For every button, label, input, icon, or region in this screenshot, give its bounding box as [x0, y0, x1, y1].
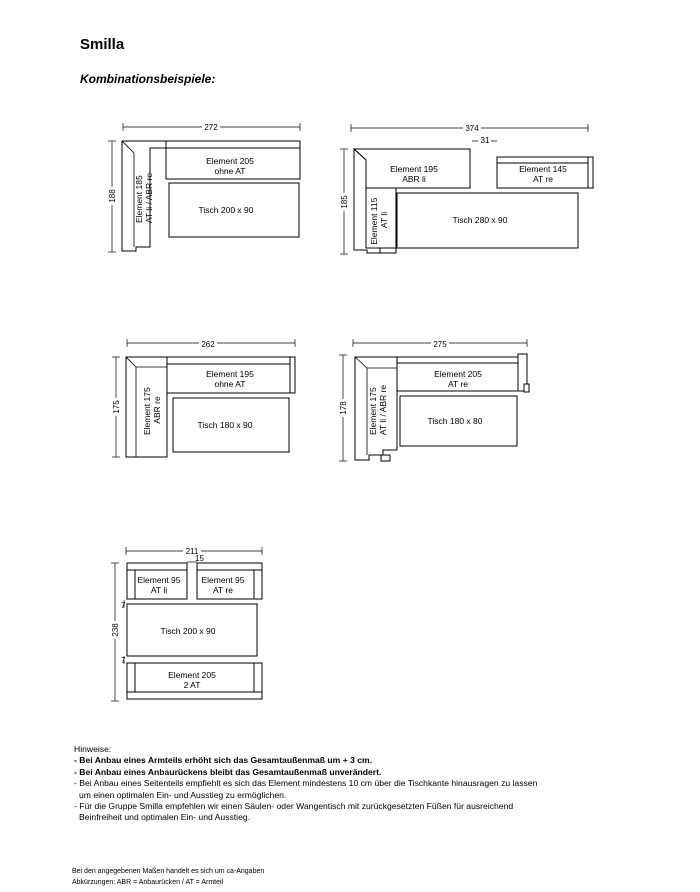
section-subtitle: Kombinationsbeispiele: — [80, 72, 216, 86]
dimension-height: 175 — [108, 356, 121, 458]
sofa-element: Element 185 AT li / ABR re — [121, 140, 167, 252]
element-label-line: Element 145 — [519, 164, 567, 174]
note-item: - Bei Anbau eines Armteils erhöht sich d… — [74, 755, 373, 766]
element-label-line: AT re — [213, 585, 233, 595]
dimension-width: 262 — [126, 338, 296, 349]
dimension-width-label: 374 — [465, 124, 479, 133]
svg-text:Element 185 AT li / AB: Element 185 AT li / ABR re — [134, 173, 154, 224]
element-label-line: AT li / ABR re — [144, 173, 154, 224]
svg-text:Element 175 AT li / AB: Element 175 AT li / ABR re — [368, 385, 388, 436]
element-label-line: Element 205 — [206, 156, 254, 166]
element-label-line: Element 115 — [369, 197, 379, 244]
footer-disclaimer: Bei den angegebenen Maßen handelt es sic… — [72, 868, 265, 875]
dimension-height-label: 178 — [339, 401, 348, 415]
dimension-gap-label: 15 — [195, 554, 204, 563]
note-item: Beinfreiheit und optimalen Ein- und Auss… — [79, 812, 251, 823]
sofa-element: Element 95 AT li — [126, 562, 188, 600]
sofa-element: Element 205 2 AT — [126, 662, 263, 700]
table-label: Tisch 200 x 90 — [199, 205, 254, 215]
sofa-element: Element 145 AT re — [496, 156, 594, 189]
note-item: - Bei Anbau eines Seitenteils empfiehlt … — [74, 778, 538, 789]
combination-2: 374 31 185 Element 195 ABR li Element 14… — [336, 122, 594, 255]
element-label-line: AT li / ABR re — [378, 385, 388, 436]
element-label-line: Element 95 — [202, 575, 245, 585]
element-label-line: AT li — [379, 212, 389, 228]
dimension-width-label: 275 — [433, 340, 447, 349]
element-label-line: AT re — [533, 174, 553, 184]
table: Tisch 180 x 80 — [399, 395, 518, 447]
note-item: um einen optimalen Ein- und Ausstieg zu … — [79, 789, 287, 800]
dimension-gap: 15 — [187, 554, 204, 563]
dimension-height: 188 — [104, 140, 117, 253]
combination-5: 211 15 238 7 7 Element 95 AT li Ele — [107, 545, 263, 702]
table: Tisch 280 x 90 — [396, 192, 579, 249]
element-label-line: Element 205 — [434, 369, 482, 379]
dimension-height: 238 — [107, 562, 120, 702]
dimension-sub-label: 31 — [481, 136, 490, 145]
dimension-height-label: 185 — [340, 195, 349, 209]
dimension-width: 374 — [350, 122, 589, 133]
table-label: Tisch 180 x 90 — [198, 420, 253, 430]
clearance-label: 7 — [121, 656, 126, 665]
element-label-line: Element 175 — [368, 387, 378, 435]
notes-heading: Hinweise: — [74, 744, 112, 754]
element-label-line: ABR re — [152, 396, 162, 424]
element-label-line: ohne AT — [214, 379, 245, 389]
element-label-line: ABR li — [402, 174, 426, 184]
table-label: Tisch 180 x 80 — [428, 416, 483, 426]
element-label-line: Element 185 — [134, 175, 144, 223]
dimension-height-label: 188 — [108, 189, 117, 203]
table-label: Tisch 200 x 90 — [161, 626, 216, 636]
note-item: - Für die Gruppe Smilla empfehlen wir ei… — [74, 801, 514, 812]
svg-text:Element 115 AT li: Element 115 AT li — [369, 195, 389, 244]
element-label-line: Element 95 — [138, 575, 181, 585]
footer-abbreviations: Abkürzungen: ABR = Anbaurücken / AT = Ar… — [72, 879, 224, 886]
sofa-element: Element 175 ABR re — [125, 356, 168, 458]
dimension-height: 185 — [336, 148, 349, 255]
dimension-width-label: 262 — [201, 340, 215, 349]
footer: Bei den angegebenen Maßen handelt es sic… — [72, 866, 264, 888]
table: Tisch 180 x 90 — [172, 397, 290, 453]
sofa-element: Element 175 AT li / ABR re — [354, 356, 398, 462]
dimension-height-label: 175 — [112, 400, 121, 414]
sofa-element: Element 195 ohne AT — [166, 356, 296, 394]
clearance-label: 7 — [121, 601, 126, 610]
table: Tisch 200 x 90 — [126, 603, 258, 657]
dimension-sub: 31 — [472, 136, 497, 146]
notes-section: Hinweise: - Bei Anbau eines Armteils erh… — [74, 744, 634, 824]
element-label-line: AT li — [151, 585, 167, 595]
dimension-height: 178 — [335, 354, 348, 462]
sofa-element: Element 95 AT re — [196, 562, 263, 600]
element-label-line: Element 195 — [206, 369, 254, 379]
combination-4: 275 178 Element 175 AT li / ABR re El — [335, 338, 530, 462]
dimension-width: 211 — [125, 545, 263, 556]
element-label-line: 2 AT — [184, 680, 201, 690]
table-label: Tisch 280 x 90 — [453, 215, 508, 225]
dimension-width: 275 — [352, 338, 528, 349]
element-label-line: Element 205 — [168, 670, 216, 680]
dimension-width: 272 — [122, 121, 301, 132]
element-label-line: Element 175 — [142, 387, 152, 435]
element-label-line: AT re — [448, 379, 468, 389]
table: Tisch 200 x 90 — [168, 182, 300, 238]
sofa-element: Element 115 AT li — [353, 147, 397, 254]
dimension-width-label: 272 — [204, 123, 218, 132]
sofa-element: Element 205 AT re — [396, 353, 530, 393]
sofa-element: Element 205 ohne AT — [165, 140, 301, 180]
combination-3: 262 175 Element 175 ABR re Element 195 o… — [108, 338, 296, 458]
element-label-line: ohne AT — [214, 166, 245, 176]
element-label-line: Element 195 — [390, 164, 438, 174]
svg-text:Element 175 ABR re: Element 175 ABR re — [142, 385, 162, 435]
page-title: Smilla — [80, 36, 125, 53]
sofa-element: Element 195 ABR li — [352, 148, 471, 189]
dimension-height-label: 238 — [111, 623, 120, 637]
combination-1: 272 188 Element 185 AT li / ABR re Eleme… — [104, 121, 301, 253]
note-item: - Bei Anbau eines Anbaurückens bleibt da… — [74, 766, 382, 777]
dimension-width-label: 211 — [186, 547, 199, 556]
